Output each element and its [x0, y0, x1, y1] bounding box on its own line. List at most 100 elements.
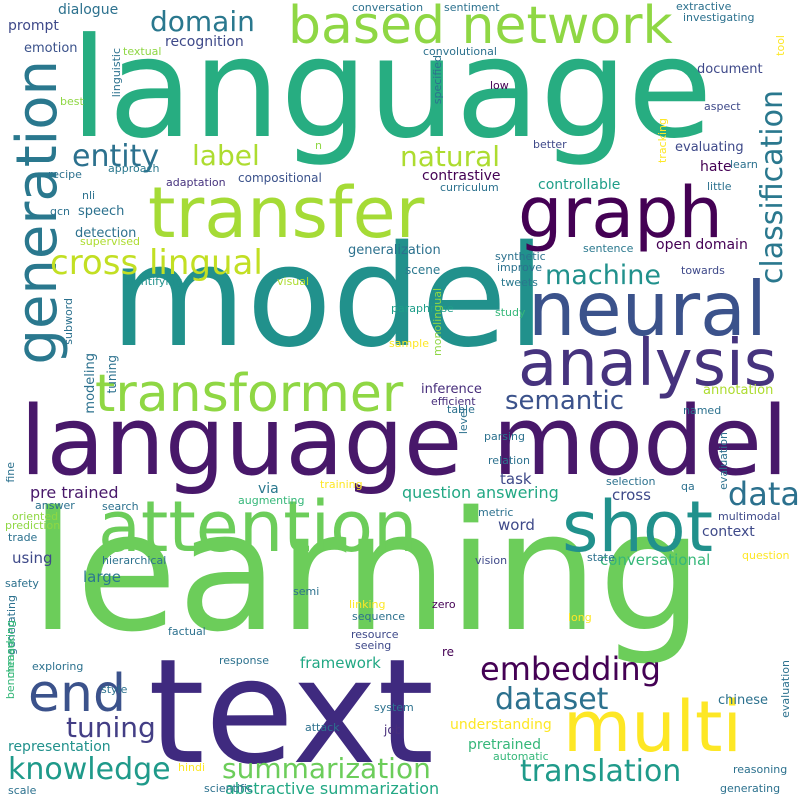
- word-using: using: [12, 549, 53, 567]
- word-benchmarking: benchmarking: [4, 620, 17, 700]
- word-job: job: [384, 723, 403, 737]
- word-long: long: [568, 611, 592, 624]
- word-end: end: [28, 664, 126, 724]
- word-conversational: conversational: [600, 551, 711, 569]
- word-parsing: parsing: [484, 430, 525, 443]
- word-contrastive: contrastive: [422, 168, 501, 184]
- word-evaluation: evaluation: [779, 660, 792, 718]
- word-cross-lingual: cross lingual: [50, 243, 263, 283]
- word-investigating: investigating: [683, 11, 755, 24]
- word-prompt: prompt: [8, 18, 59, 34]
- word-named: named: [683, 404, 722, 417]
- word-best: best: [60, 95, 84, 108]
- word-hate: hate: [700, 159, 732, 175]
- word-selection: selection: [606, 475, 656, 488]
- word-cross: cross: [612, 486, 651, 504]
- word-n: n: [315, 139, 322, 152]
- word-framework: framework: [300, 654, 381, 672]
- word-relation: relation: [488, 454, 530, 467]
- word-learning: learning: [30, 476, 704, 668]
- word-data: data: [727, 475, 800, 513]
- word-sentiment: sentiment: [444, 1, 500, 14]
- word-aspect: aspect: [704, 100, 741, 113]
- word-extractive: extractive: [676, 0, 732, 13]
- word-language: language: [70, 8, 713, 169]
- word-graph: graph: [518, 172, 723, 254]
- word-low: low: [490, 79, 509, 92]
- word-state: state: [587, 551, 615, 564]
- word-exploring: exploring: [32, 660, 84, 673]
- word-study: study: [495, 306, 526, 319]
- word-natural: natural: [400, 140, 501, 173]
- word-supervised: supervised: [80, 235, 141, 248]
- word-semi: semi: [293, 585, 320, 598]
- word-system: system: [374, 701, 414, 714]
- word-monolingual: monolingual: [431, 288, 444, 356]
- word-recipe: recipe: [48, 168, 82, 181]
- word-scale: scale: [8, 784, 37, 797]
- word-abstractive-summarization: abstractive summarization: [225, 779, 440, 798]
- word-shot: shot: [562, 486, 714, 568]
- word-seeing: seeing: [355, 639, 392, 652]
- word-dialogue: dialogue: [58, 2, 119, 18]
- word-answer: answer: [35, 499, 75, 512]
- word-sentence: sentence: [583, 242, 634, 255]
- word-inference: inference: [421, 382, 482, 397]
- word-sample: sample: [389, 337, 429, 350]
- word-identifying: identifying: [124, 275, 183, 288]
- word-zero: zero: [432, 598, 456, 611]
- word-conversation: conversation: [352, 1, 424, 14]
- word-representation: representation: [8, 739, 111, 755]
- word-fine: fine: [4, 462, 17, 483]
- word-level: level: [457, 408, 470, 435]
- word-re: re: [442, 645, 455, 659]
- word-large: large: [83, 568, 122, 586]
- word-learn: learn: [730, 158, 758, 171]
- word-transfer: transfer: [148, 172, 425, 254]
- word-convolutional: convolutional: [423, 45, 497, 58]
- word-factual: factual: [168, 625, 206, 638]
- word-attack: attack: [305, 721, 340, 734]
- word-knowledge: knowledge: [8, 752, 171, 787]
- word-document: document: [697, 62, 763, 77]
- word-tuning: tuning: [105, 355, 119, 394]
- word-machine: machine: [545, 260, 662, 291]
- word-tuning: tuning: [66, 711, 156, 744]
- word-recognition: recognition: [165, 34, 244, 50]
- word-pretrained: pretrained: [468, 737, 542, 753]
- word-annotation: annotation: [703, 383, 774, 398]
- word-approach: approach: [108, 162, 160, 175]
- word-detection: detection: [75, 226, 137, 241]
- word-reasoning: reasoning: [733, 763, 788, 776]
- word-entity: entity: [72, 139, 160, 174]
- word-modeling: modeling: [83, 353, 98, 414]
- word-question: question: [742, 549, 790, 562]
- word-trade: trade: [8, 531, 38, 544]
- word-paraphrase: paraphrase: [391, 302, 454, 315]
- word-language-model: language model: [20, 387, 789, 497]
- word-search: search: [102, 500, 139, 513]
- word-vision: vision: [475, 554, 508, 567]
- word-emotion: emotion: [24, 41, 78, 56]
- word-multimodal: multimodal: [718, 510, 781, 523]
- word-gcn: gcn: [50, 205, 71, 218]
- word-dataset: dataset: [495, 682, 609, 717]
- word-training: training: [320, 478, 363, 491]
- word-table: table: [447, 403, 475, 416]
- word-model: model: [110, 216, 546, 379]
- word-scene: scene: [405, 263, 441, 277]
- word-automatic: automatic: [493, 750, 549, 763]
- word-oriented: oriented: [12, 510, 59, 523]
- word-label: label: [192, 139, 260, 172]
- word-scientific: scientific: [204, 782, 253, 795]
- word-context: context: [702, 524, 755, 540]
- word-efficient: efficient: [431, 395, 476, 408]
- word-multi: multi: [563, 686, 742, 768]
- word-speech: speech: [78, 204, 125, 219]
- word-task: task: [500, 470, 532, 488]
- word-tweets: tweets: [501, 276, 538, 289]
- word-safety: safety: [5, 577, 39, 590]
- word-better: better: [533, 138, 567, 151]
- word-evaluating: evaluating: [675, 140, 744, 155]
- word-synthetic: synthetic: [495, 250, 546, 263]
